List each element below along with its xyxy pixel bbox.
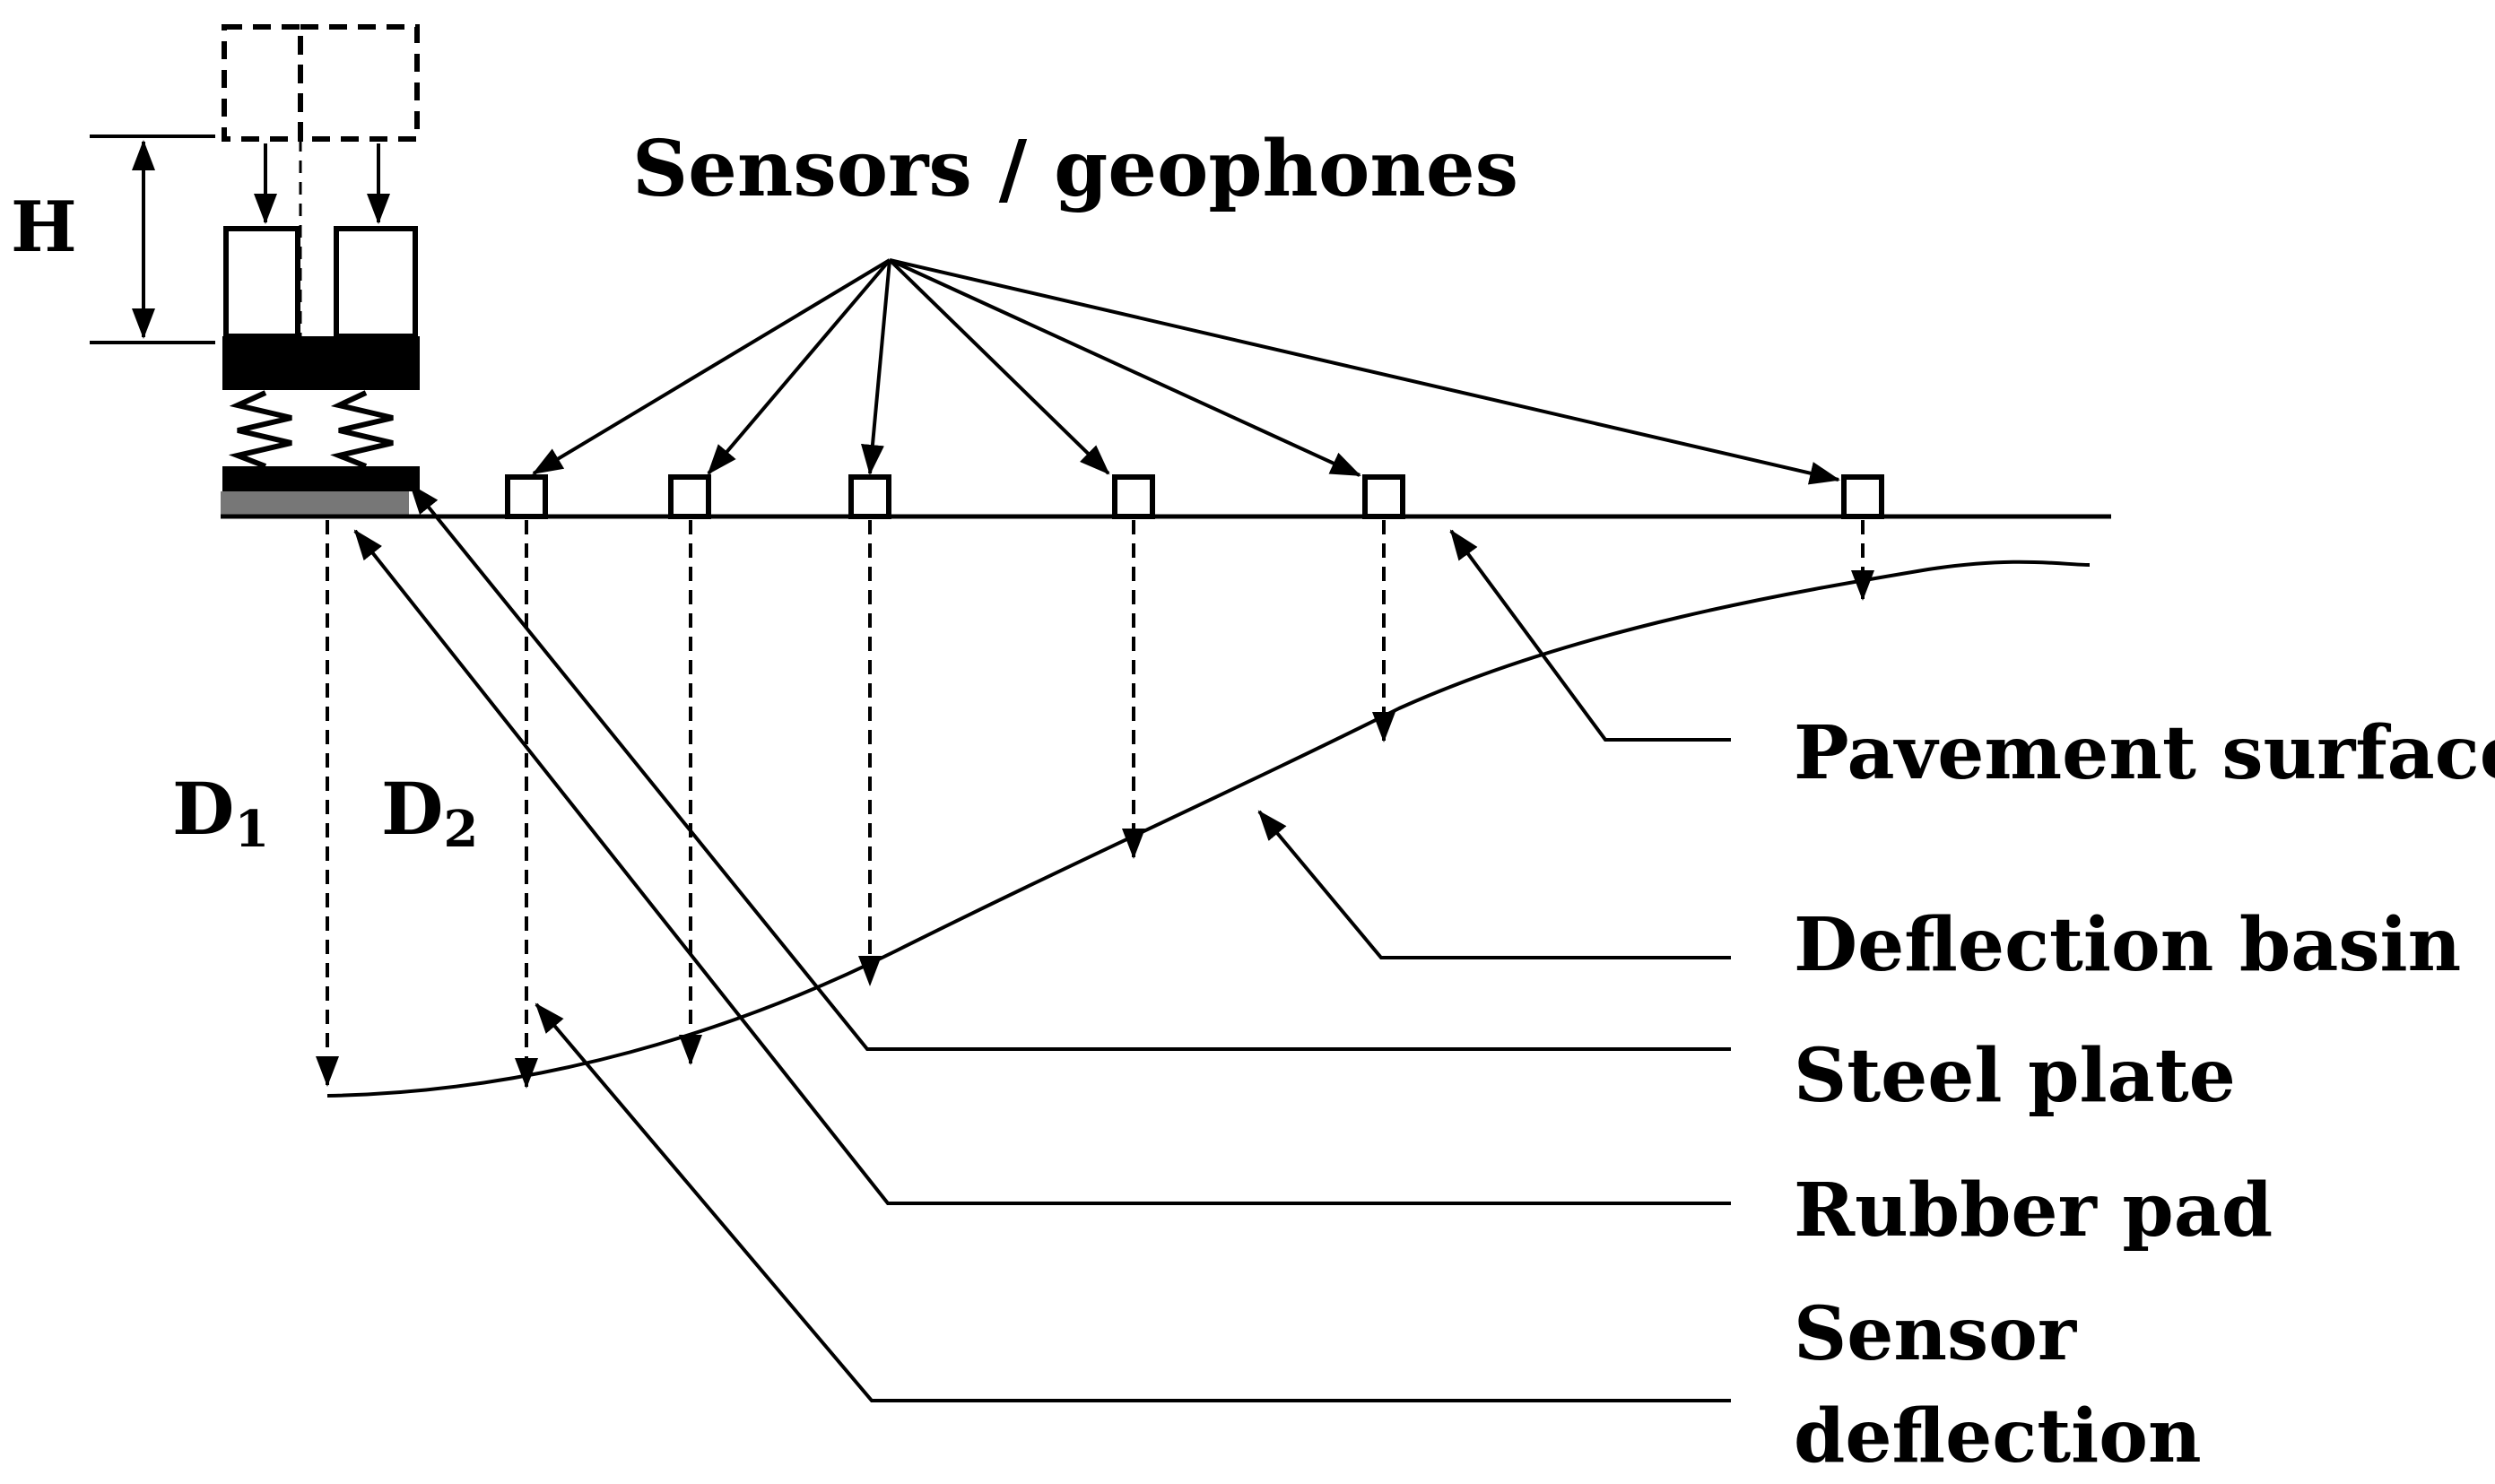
deflection-measure-arrows [316, 520, 1874, 1089]
sensor-4 [1112, 474, 1155, 519]
geophone-sensors [505, 474, 1884, 519]
leader-lines [353, 483, 1731, 1402]
sensor-3 [848, 474, 891, 519]
d1-label: D1 [172, 767, 269, 859]
leader-sensor-deflection [535, 1002, 1731, 1402]
leader-deflection-basin [1257, 810, 1731, 959]
falling-weight-device [221, 24, 420, 516]
steel-plate [222, 466, 420, 491]
leader-steel-plate [409, 483, 1731, 1051]
sensors-title: Sensors / geophones [632, 124, 1518, 214]
weight-block-right [334, 226, 418, 339]
drop-height-label: H [11, 187, 77, 268]
sensor-6 [1841, 474, 1884, 519]
rubber-pad-label: Rubber pad [1794, 1167, 2273, 1254]
weight-block-left [223, 226, 300, 339]
sensor-5 [1362, 474, 1405, 519]
spring-right [330, 390, 394, 469]
drop-weight-outline-right [298, 24, 420, 142]
spring-left [228, 390, 292, 469]
sensor-1 [505, 474, 548, 519]
rubber-pad [221, 491, 409, 516]
drop-weight-outline-left [222, 24, 303, 142]
deflection-basin-label: Deflection basin [1794, 902, 2461, 988]
leader-pavement-surface [1449, 529, 1731, 742]
load-frame [222, 336, 420, 390]
leader-rubber-pad [353, 529, 1731, 1205]
sensor-2 [668, 474, 711, 519]
sensor-deflection-label-line1: Sensor [1794, 1291, 2078, 1377]
drop-height-dimension: H [11, 135, 215, 344]
pavement-surface-label: Pavement surface [1794, 710, 2495, 796]
sensor-pointer-arrows [532, 258, 1840, 485]
sensor-deflection-label-line2: deflection [1794, 1393, 2202, 1480]
steel-plate-label: Steel plate [1794, 1033, 2236, 1119]
d2-label: D2 [381, 767, 478, 859]
